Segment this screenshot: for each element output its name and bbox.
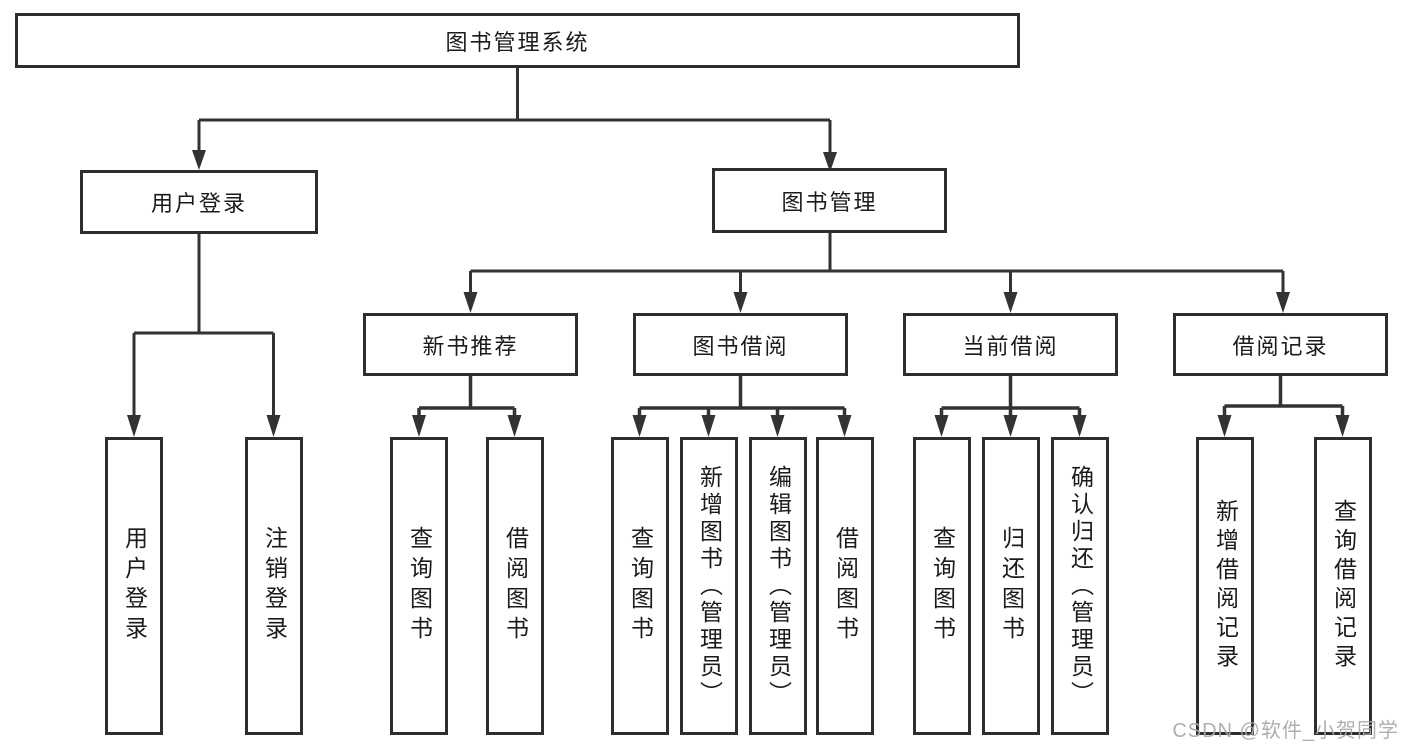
- leaf-borrow-books-1: 借阅图书: [486, 437, 544, 735]
- node-book-borrow: 图书借阅: [633, 313, 848, 376]
- node-user-login-group-label: 用户登录: [150, 191, 247, 216]
- node-current-borrow: 当前借阅: [903, 313, 1118, 376]
- node-borrow-records: 借阅记录: [1173, 313, 1388, 376]
- leaf-add-borrow-record-label: 新增借阅记录: [1212, 499, 1239, 673]
- leaf-borrow-books-1-label: 借阅图书: [502, 526, 529, 646]
- node-user-login-group: 用户登录: [80, 170, 318, 234]
- leaf-borrow-books-2: 借阅图书: [816, 437, 874, 735]
- leaf-user-login-label: 用户登录: [121, 526, 148, 646]
- leaf-logout-label: 注销登录: [261, 526, 288, 646]
- leaf-edit-book-admin-label: 编辑图书（管理员）: [765, 464, 792, 708]
- leaf-user-login: 用户登录: [105, 437, 163, 735]
- node-book-borrow-label: 图书借阅: [692, 333, 789, 359]
- leaf-query-books-2: 查询图书: [611, 437, 669, 735]
- node-borrow-records-label: 借阅记录: [1232, 333, 1329, 359]
- leaf-add-borrow-record: 新增借阅记录: [1196, 437, 1254, 735]
- leaf-query-borrow-record-label: 查询借阅记录: [1330, 499, 1357, 673]
- node-root-label: 图书管理系统: [445, 29, 590, 55]
- leaf-logout: 注销登录: [245, 437, 303, 735]
- node-book-management-label: 图书管理: [781, 189, 878, 215]
- leaf-query-books-1-label: 查询图书: [406, 526, 433, 646]
- leaf-edit-book-admin: 编辑图书（管理员）: [749, 437, 807, 735]
- leaf-query-books-3-label: 查询图书: [929, 526, 956, 646]
- leaf-query-books-3: 查询图书: [913, 437, 971, 735]
- leaf-add-book-admin: 新增图书（管理员）: [680, 437, 738, 735]
- node-current-borrow-label: 当前借阅: [962, 333, 1059, 359]
- node-new-book-recommend-label: 新书推荐: [422, 333, 519, 359]
- leaf-borrow-books-2-label: 借阅图书: [832, 526, 859, 646]
- leaf-add-book-admin-label: 新增图书（管理员）: [696, 464, 723, 708]
- leaf-query-books-2-label: 查询图书: [627, 526, 654, 646]
- leaf-confirm-return-admin-label: 确认归还（管理员）: [1067, 464, 1094, 708]
- leaf-query-books-1: 查询图书: [390, 437, 448, 735]
- arrowheads: [127, 150, 1350, 437]
- node-book-management: 图书管理: [712, 168, 947, 233]
- leaf-return-books-label: 归还图书: [998, 526, 1025, 646]
- node-root: 图书管理系统: [15, 13, 1020, 68]
- leaf-return-books: 归还图书: [982, 437, 1040, 735]
- leaf-query-borrow-record: 查询借阅记录: [1314, 437, 1372, 735]
- node-new-book-recommend: 新书推荐: [363, 313, 578, 376]
- leaf-confirm-return-admin: 确认归还（管理员）: [1051, 437, 1109, 735]
